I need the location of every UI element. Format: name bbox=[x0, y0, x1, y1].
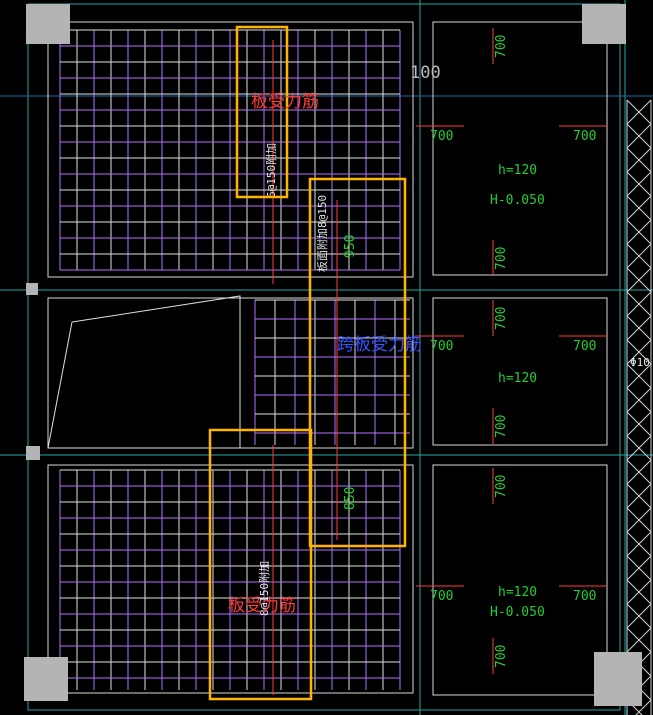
hatch-line bbox=[626, 435, 652, 461]
slab-tag-bot-H: H-0.050 bbox=[490, 605, 545, 620]
slab-tag-top-h: h=120 bbox=[498, 163, 537, 178]
highlight-box-bottom bbox=[208, 428, 313, 701]
hatch-line bbox=[626, 291, 652, 317]
slab-tag-bot-h: h=120 bbox=[498, 585, 537, 600]
hatch-line bbox=[626, 219, 652, 245]
dimension-700-label: 700 bbox=[494, 415, 509, 438]
hatch-line bbox=[626, 459, 652, 485]
annotation-slab-rebar-bottom: 板受力筋 bbox=[228, 596, 296, 616]
hatch-line bbox=[626, 579, 652, 605]
column-stub-low bbox=[26, 446, 40, 460]
hatch-line bbox=[626, 603, 652, 629]
highlight-boxes bbox=[208, 25, 407, 701]
columns bbox=[24, 4, 642, 706]
dimension-700-label: 700 bbox=[494, 645, 509, 668]
hatch-line bbox=[626, 267, 652, 293]
column-top-left bbox=[26, 4, 70, 44]
hatch-line bbox=[626, 315, 652, 341]
dimension-700-label: 700 bbox=[430, 339, 453, 354]
hatch-line bbox=[626, 507, 652, 533]
annotation-cross-slab-rebar: 跨板受力筋 bbox=[337, 335, 422, 355]
slab-opening bbox=[47, 295, 241, 449]
rebar-grid-middle bbox=[254, 299, 410, 445]
dimension-top-value: 100 bbox=[410, 63, 441, 83]
slab-tag-mid-h: h=120 bbox=[498, 371, 537, 386]
hatch-line bbox=[626, 99, 652, 125]
column-bottom-left bbox=[24, 657, 68, 701]
hatch-line bbox=[626, 147, 652, 173]
hatch-line bbox=[626, 483, 652, 509]
dimension-700-label: 700 bbox=[494, 307, 509, 330]
hatch-line bbox=[626, 411, 652, 437]
hatch-line bbox=[626, 195, 652, 221]
dimension-700-labels: 700 700 700 700 700 700 700 700 700 700 700 700 bbox=[430, 35, 596, 668]
rebar-edge-label: Φ10 bbox=[630, 356, 650, 369]
hatch-line bbox=[626, 627, 652, 653]
hatch-line bbox=[626, 555, 652, 581]
highlight-box-top bbox=[235, 25, 289, 199]
hatch-line bbox=[626, 531, 652, 557]
rebar-grid-top-left bbox=[59, 29, 401, 271]
hatch-line bbox=[626, 243, 652, 269]
dimension-700-label: 700 bbox=[430, 129, 453, 144]
hatch-line bbox=[626, 123, 652, 149]
hatch-line bbox=[626, 171, 652, 197]
rebar-lines-red bbox=[272, 40, 338, 695]
span-dimension-bottom: 850 bbox=[343, 487, 358, 510]
rebar-label-top: 6@150附加 bbox=[264, 143, 278, 198]
highlight-box-middle bbox=[308, 177, 407, 548]
dimension-700-label: 700 bbox=[494, 475, 509, 498]
hatch-line bbox=[626, 387, 652, 413]
rebar-label-bottom: 8@150附加 bbox=[257, 561, 271, 616]
dimension-700-label: 700 bbox=[573, 339, 596, 354]
wall-hatch-right bbox=[626, 99, 652, 715]
dimension-700-label: 700 bbox=[573, 589, 596, 604]
column-top-right bbox=[582, 4, 626, 44]
dimension-700-label: 700 bbox=[573, 129, 596, 144]
annotation-slab-rebar-top: 板受力筋 bbox=[251, 92, 319, 112]
slab-panels bbox=[47, 21, 608, 696]
dimension-700-label: 700 bbox=[494, 35, 509, 58]
hatch-line bbox=[626, 339, 652, 365]
hatch-line bbox=[635, 699, 652, 715]
dimension-ticks bbox=[416, 28, 607, 674]
slab-tag-top-H: H-0.050 bbox=[490, 193, 545, 208]
rebar-label-middle: 板面附加8@150 bbox=[315, 195, 329, 272]
dimension-700-label: 700 bbox=[494, 247, 509, 270]
hatch-line bbox=[626, 363, 652, 389]
column-bottom-right bbox=[594, 652, 642, 706]
column-stub-mid bbox=[26, 283, 38, 295]
rebar-grid-bottom-left bbox=[59, 469, 401, 690]
dimension-700-label: 700 bbox=[430, 589, 453, 604]
span-dimension-top: 950 bbox=[343, 235, 358, 258]
